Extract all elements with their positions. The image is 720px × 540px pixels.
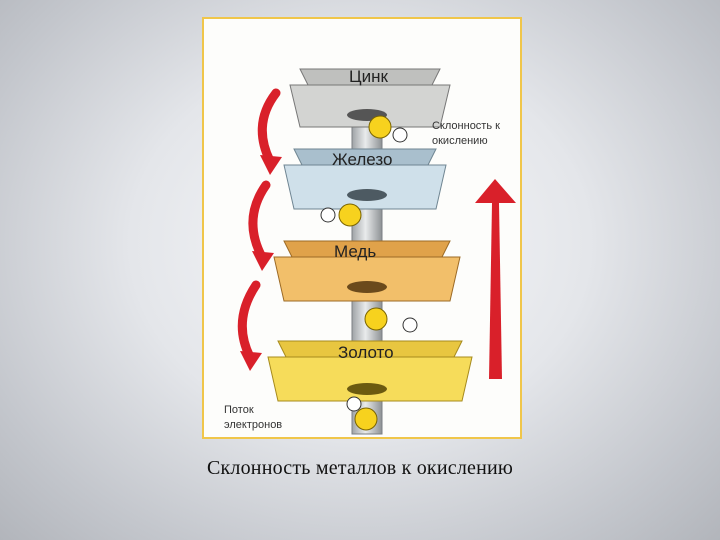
electron-flow-note: Поток электронов <box>224 404 283 431</box>
electron-character <box>320 203 362 227</box>
illustration-frame: Цинк Железо Медь Золото Склонность к оки… <box>202 17 522 439</box>
metals-illustration <box>237 68 516 435</box>
plate-gold <box>267 340 473 402</box>
electron-character <box>364 307 418 333</box>
electron-character <box>368 115 408 143</box>
electron-flow-arrow <box>237 88 281 362</box>
oxidation-note: Склонность к окислению <box>432 120 500 147</box>
plate-label-iron: Железо <box>332 150 393 169</box>
electron-flow-arrowhead <box>240 155 282 371</box>
plate-label-copper: Медь <box>334 242 377 261</box>
plate-label-gold: Золото <box>338 343 394 362</box>
oxidation-arrow <box>475 179 516 379</box>
electron-character <box>346 396 378 431</box>
slide-caption: Склонность металлов к окислению <box>206 457 514 479</box>
plate-copper <box>273 240 461 302</box>
plate-label-zinc: Цинк <box>349 67 388 86</box>
plate-iron <box>283 148 447 210</box>
